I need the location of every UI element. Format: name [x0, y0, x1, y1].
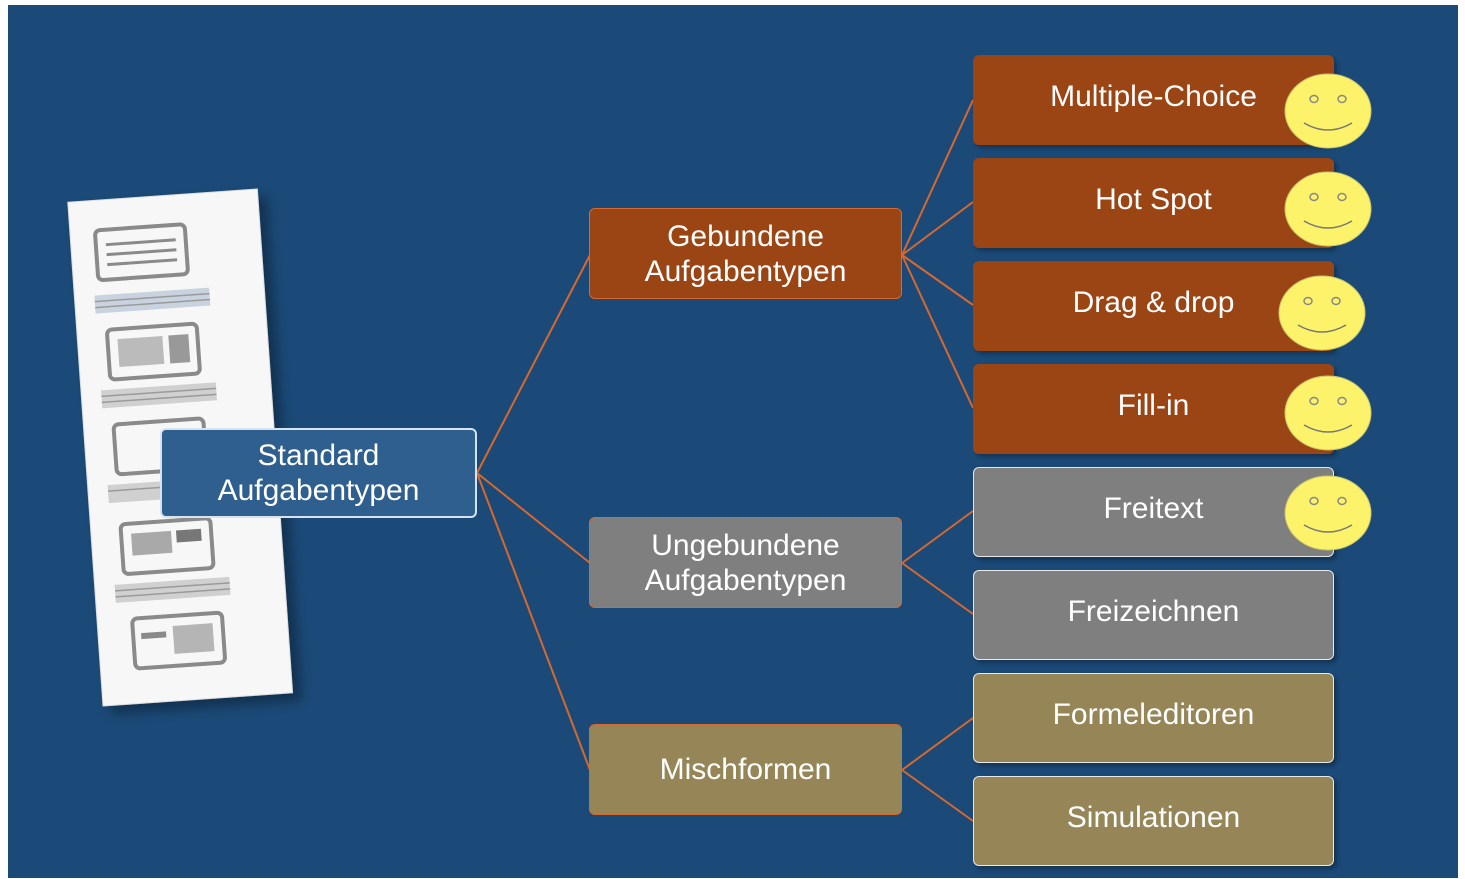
- smiley-face-icon: [1284, 171, 1372, 247]
- leaf-node-label: Hot Spot: [1095, 182, 1212, 216]
- connector-ungebunden-freitext: [901, 510, 974, 564]
- connector-gebunden-hotspot: [901, 201, 974, 256]
- leaf-node-drag-drop: Drag & drop: [973, 261, 1334, 351]
- smiley-face-icon: [1284, 375, 1372, 451]
- leaf-node-freitext: Freitext: [973, 467, 1334, 557]
- leaf-node-label: Simulationen: [1066, 800, 1241, 834]
- group-node-ungebunden: Ungebundene Aufgabentypen: [589, 517, 902, 608]
- connector-root-misch: [476, 472, 591, 771]
- leaf-node-formeleditoren: Formeleditoren: [973, 673, 1334, 763]
- connector-gebunden-mc: [901, 99, 974, 256]
- leaf-node-label: Fill-in: [1117, 388, 1190, 422]
- smiley-face-icon: [1284, 475, 1372, 551]
- connector-gebunden-dragdrop: [901, 254, 974, 306]
- leaf-node-label: Drag & drop: [1072, 285, 1235, 319]
- group-node-misch: Mischformen: [589, 724, 902, 815]
- smiley-face-icon: [1284, 73, 1372, 149]
- group-node-label: Gebundene Aufgabentypen: [644, 219, 847, 288]
- connector-misch-formel: [901, 717, 974, 771]
- connector-ungebunden-freizeichnen: [901, 562, 974, 615]
- connector-gebunden-fillin: [901, 254, 974, 409]
- leaf-node-hot-spot: Hot Spot: [973, 158, 1334, 248]
- connector-misch-sim: [901, 769, 974, 822]
- connector-root-gebunden: [476, 254, 591, 474]
- connector-root-ungebunden: [476, 472, 591, 564]
- group-node-label: Ungebundene Aufgabentypen: [644, 528, 847, 597]
- root-node-label: Standard Aufgabentypen: [217, 439, 420, 507]
- leaf-node-simulationen: Simulationen: [973, 776, 1334, 866]
- leaf-node-label: Freitext: [1103, 491, 1204, 525]
- leaf-node-multiple-choice: Multiple-Choice: [973, 55, 1334, 145]
- leaf-node-label: Formeleditoren: [1052, 697, 1255, 731]
- leaf-node-fill-in: Fill-in: [973, 364, 1334, 454]
- root-node-standard-aufgabentypen: Standard Aufgabentypen: [160, 428, 477, 518]
- leaf-node-label: Multiple-Choice: [1050, 79, 1257, 113]
- leaf-node-freizeichnen: Freizeichnen: [973, 570, 1334, 660]
- smiley-face-icon: [1278, 275, 1366, 351]
- group-node-label: Mischformen: [659, 753, 832, 786]
- group-node-gebunden: Gebundene Aufgabentypen: [589, 208, 902, 299]
- leaf-node-label: Freizeichnen: [1067, 594, 1240, 628]
